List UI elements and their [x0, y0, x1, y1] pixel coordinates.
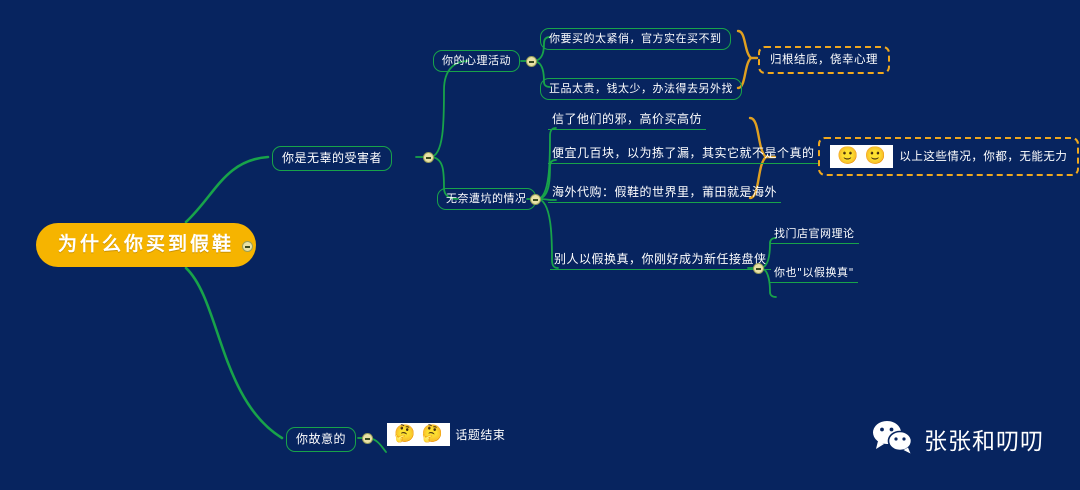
smiley-face-icons: 🙂 🙂: [830, 145, 894, 168]
thinking-face-icon-2: 🤔: [421, 424, 444, 444]
leaf-cheap-bargain[interactable]: 便宜几百块，以为拣了漏，其实它就不是个真的: [548, 147, 819, 164]
leaf-swap-victim[interactable]: 别人以假换真，你刚好成为新任接盘侠: [550, 253, 771, 270]
node-on-purpose[interactable]: 你故意的: [286, 427, 357, 452]
leaf-believed-them[interactable]: 信了他们的邪，高价买高仿: [548, 113, 707, 130]
toggle-on-purpose[interactable]: [362, 433, 373, 444]
toggle-helpless-situations[interactable]: [530, 194, 541, 205]
wechat-account-name: 张张和叨叨: [924, 429, 1044, 455]
endnote-topic-closed: 🤔 🤔 话题结束: [387, 423, 505, 446]
node-your-mindset[interactable]: 你的心理活动: [433, 50, 520, 72]
root-collapse-toggle[interactable]: [242, 241, 253, 252]
toggle-swap-victim[interactable]: [753, 263, 764, 274]
summary-luck-mentality: 归根结底，侥幸心理: [758, 46, 890, 74]
summary-powerless: 🙂 🙂 以上这些情况，你都，无能无力: [818, 137, 1080, 176]
thinking-face-icons: 🤔 🤔: [387, 423, 451, 446]
leaf-complain-to-store[interactable]: 找门店官网理论: [770, 228, 859, 244]
root-node[interactable]: 为什么你买到假鞋: [36, 223, 257, 267]
node-innocent-victim[interactable]: 你是无辜的受害者: [272, 146, 393, 171]
wechat-icon: [872, 420, 914, 458]
smiley-face-icon-1: 🙂: [837, 146, 859, 166]
smiley-face-icon-2: 🙂: [864, 146, 887, 166]
thinking-face-icon-1: 🤔: [394, 424, 416, 444]
leaf-hard-to-buy[interactable]: 你要买的太紧俏，官方实在买不到: [540, 28, 731, 50]
toggle-your-mindset[interactable]: [526, 56, 537, 67]
summary-luck-mentality-label: 归根结底，侥幸心理: [770, 52, 878, 66]
leaf-swap-back[interactable]: 你也"以假换真": [770, 267, 859, 283]
footer-account: 张张和叨叨: [872, 420, 1044, 458]
toggle-innocent-victim[interactable]: [423, 152, 434, 163]
leaf-overseas-purchase[interactable]: 海外代购：假鞋的世界里，莆田就是海外: [548, 186, 782, 203]
endnote-label: 话题结束: [455, 427, 506, 442]
summary-powerless-label: 以上这些情况，你都，无能无力: [899, 148, 1068, 163]
node-helpless-situations[interactable]: 无奈遭坑的情况: [437, 188, 536, 210]
leaf-too-expensive[interactable]: 正品太贵，钱太少，办法得去另外找: [540, 78, 742, 100]
